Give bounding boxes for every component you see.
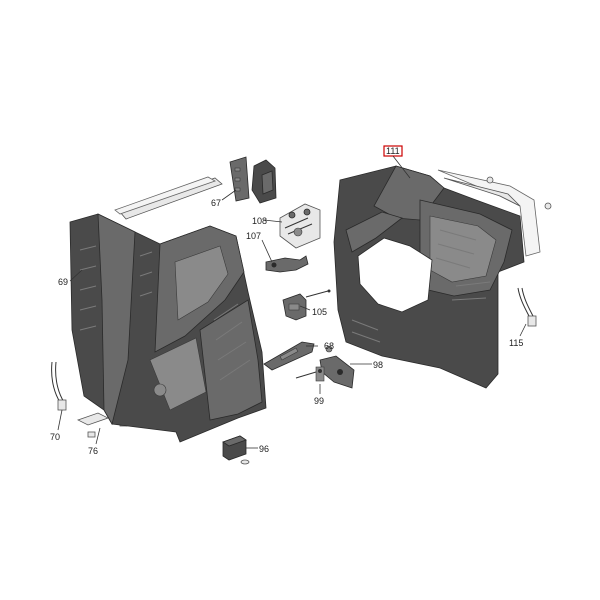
callout-108: 108	[252, 216, 267, 226]
left-housing-69	[69, 213, 267, 443]
callout-98: 98	[373, 360, 383, 370]
callout-67: 67	[211, 198, 221, 208]
callout-107: 107	[246, 231, 261, 241]
callout-69: 69	[58, 277, 68, 287]
callout-99: 99	[314, 396, 324, 406]
part-67-bracket	[229, 156, 277, 204]
callout-111: 111	[386, 146, 400, 156]
right-housing-111	[333, 165, 552, 389]
leader-lines	[57, 155, 527, 449]
callout-76: 76	[88, 446, 98, 456]
part-107-lever	[265, 255, 309, 273]
part-68-lever-arm	[263, 341, 315, 371]
callout-68: 68	[324, 341, 334, 351]
callout-96: 96	[259, 444, 269, 454]
part-115-wire	[517, 287, 537, 327]
top-seal-strip	[114, 176, 223, 220]
part-98-linkage	[319, 345, 355, 389]
callout-labels: 111 67 108 107 69 105 68 98 99 96 76 70 …	[50, 146, 523, 456]
callout-105: 105	[312, 307, 327, 317]
part-70-wire-harness	[51, 361, 67, 411]
part-105-clip	[282, 289, 331, 321]
part-96-box	[222, 435, 250, 465]
callout-70: 70	[50, 432, 60, 442]
part-108-mechanism	[279, 203, 321, 249]
part-99-screw	[295, 366, 325, 382]
callout-115: 115	[509, 338, 523, 348]
